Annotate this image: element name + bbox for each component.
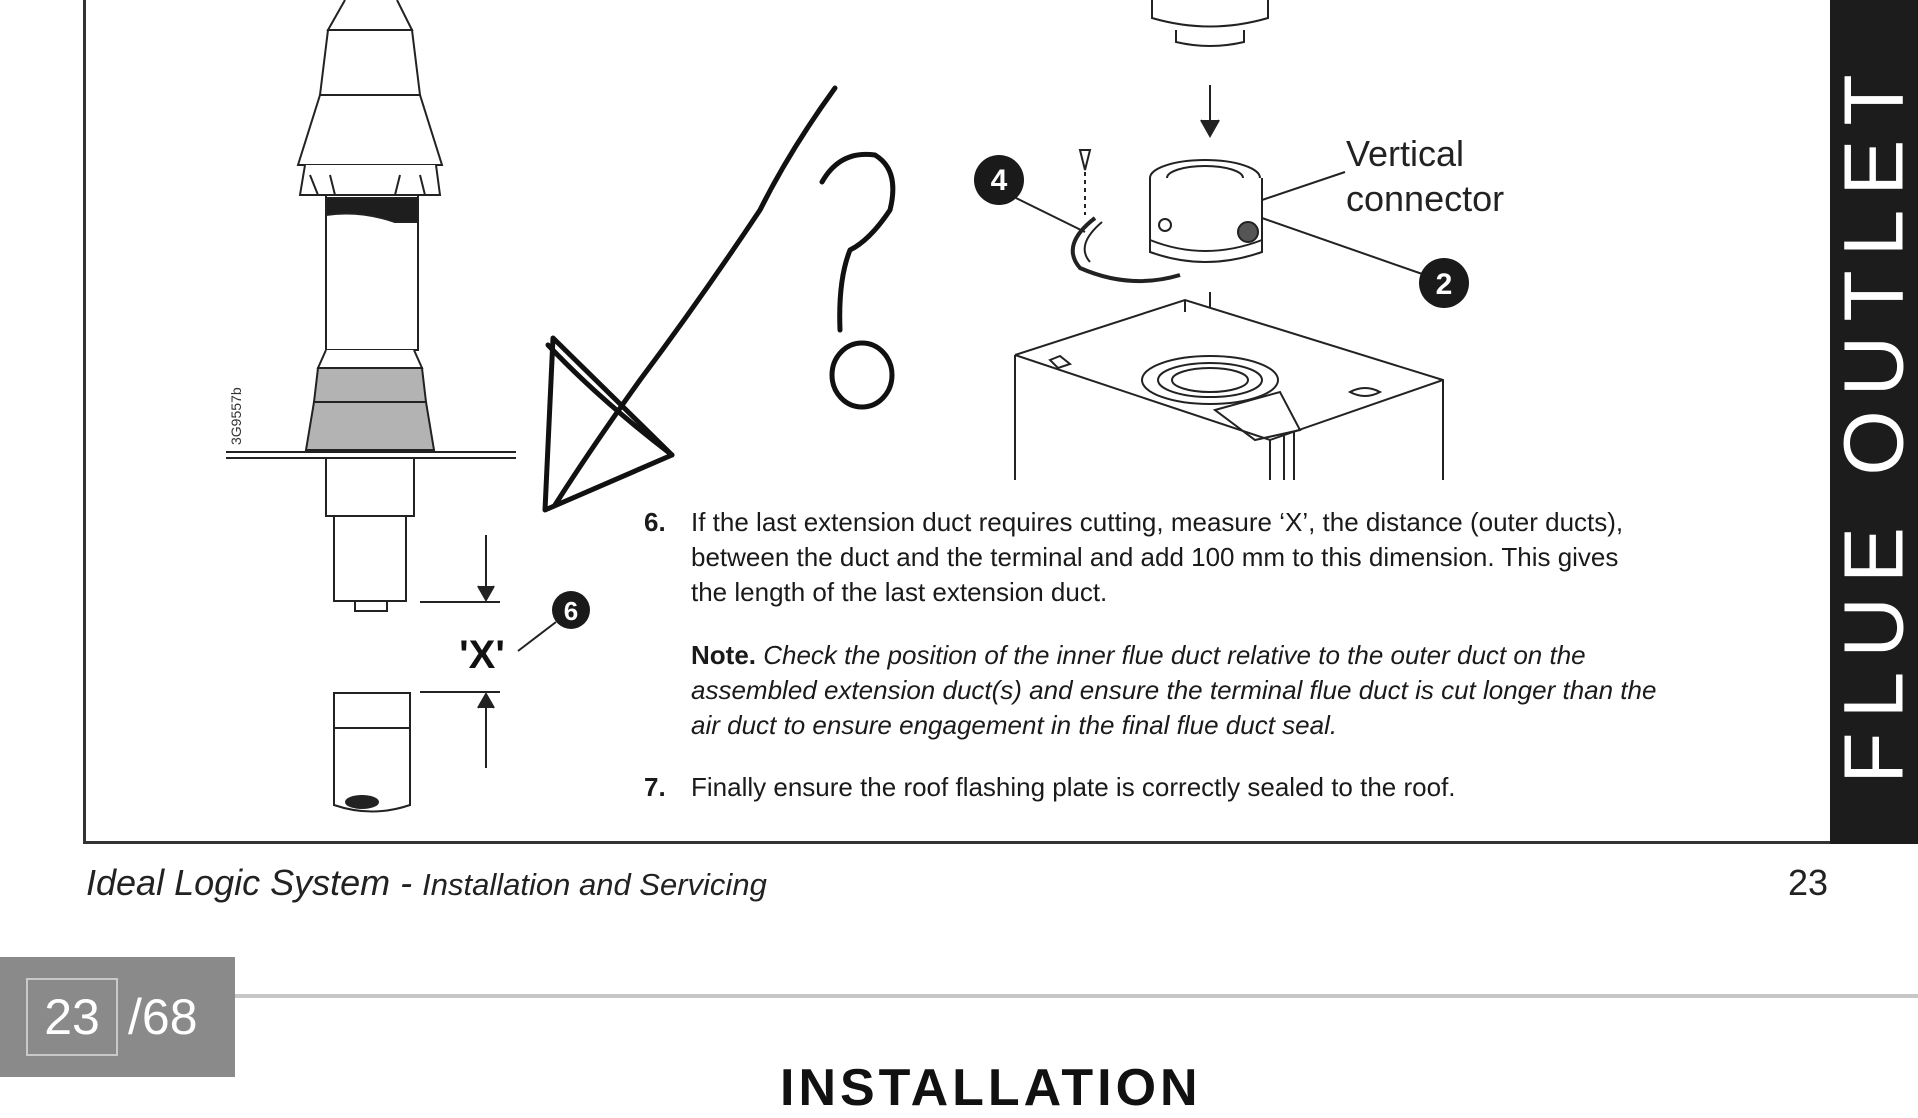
callout-6: 6 <box>564 596 578 626</box>
step-6-line-3: the length of the last extension duct. <box>691 577 1108 607</box>
page-separator <box>0 994 1918 998</box>
next-page-heading: INSTALLATION <box>780 1059 1202 1117</box>
section-tab-label: FLUE OUTLET <box>1830 60 1918 784</box>
footer-page-number: 23 <box>1788 862 1829 903</box>
vertical-connector-label-line1: Vertical <box>1346 133 1464 174</box>
section-side-tab: FLUE OUTLET <box>1830 0 1918 844</box>
figure-ref-code: 3G9557b <box>228 387 244 445</box>
note-block: Note. Check the position of the inner fl… <box>691 638 1656 743</box>
step-6-line-1: If the last extension duct requires cutt… <box>691 507 1624 537</box>
step-7-number: 7. <box>644 772 666 802</box>
handwritten-annotation <box>542 85 896 513</box>
callout-4: 4 <box>991 164 1008 197</box>
current-page-input[interactable]: 23 <box>26 978 118 1056</box>
document-footer-title: Ideal Logic System - Installation and Se… <box>86 862 767 904</box>
footer-subtitle: Installation and Servicing <box>422 867 767 902</box>
note-line-2: assembled extension duct(s) and ensure t… <box>691 675 1657 705</box>
note-line-3: air duct to ensure engagement in the fin… <box>691 710 1338 740</box>
vertical-connector-label-line2: connector <box>1346 178 1504 219</box>
note-label: Note. <box>691 640 756 670</box>
total-pages: /68 <box>128 989 198 1045</box>
page-indicator: 23 /68 <box>0 957 235 1077</box>
callout-2: 2 <box>1436 268 1453 301</box>
step-6-number: 6. <box>644 507 666 537</box>
dimension-x-label: 'X' <box>459 633 505 677</box>
step-7-text: Finally ensure the roof flashing plate i… <box>691 772 1456 802</box>
document-page-frame <box>83 0 1918 844</box>
flue-installation-diagram: 4 2 6 'X' 3G9557b Vertical connector <box>226 0 1504 813</box>
footer-product-name: Ideal Logic System - <box>86 862 423 903</box>
step-6-line-2: between the duct and the terminal and ad… <box>691 542 1619 572</box>
note-line-1: Check the position of the inner flue duc… <box>763 640 1586 670</box>
